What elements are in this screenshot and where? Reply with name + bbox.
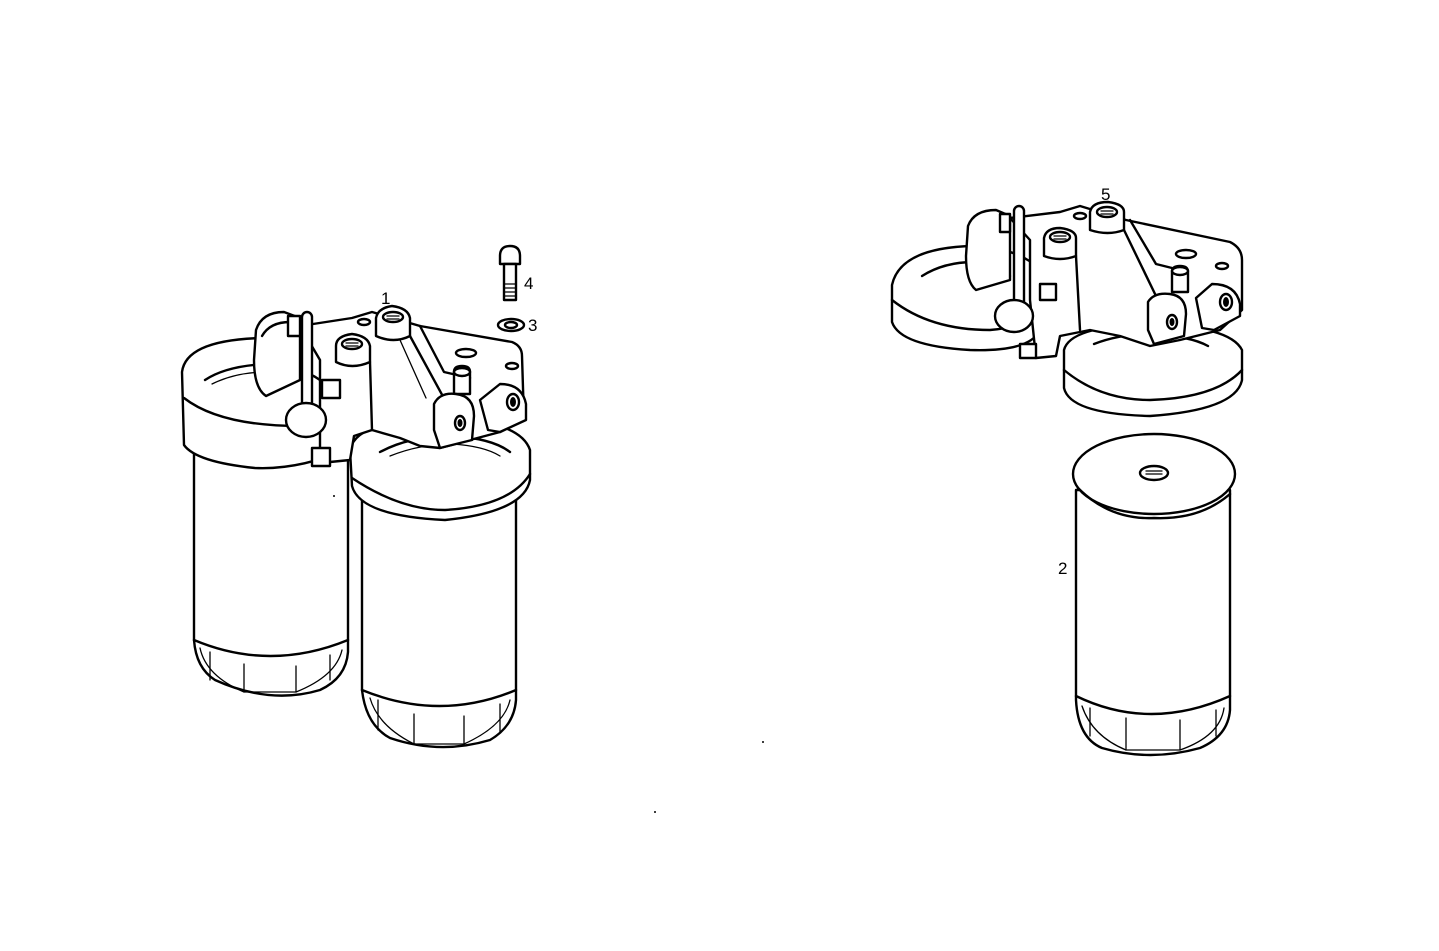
right-filter-canister — [348, 416, 532, 749]
callout-3: 3 — [528, 316, 538, 335]
callout-4: 4 — [524, 274, 534, 293]
washer-part — [496, 317, 526, 333]
filter-cartridge-part — [1071, 432, 1237, 757]
left-filter-head — [252, 304, 528, 464]
callout-1: 1 — [381, 289, 391, 308]
left-lever-handle — [284, 310, 332, 468]
callout-5: 5 — [1101, 185, 1111, 204]
filter-head-assembly — [890, 200, 1244, 418]
callout-2: 2 — [1058, 559, 1068, 578]
bolt-part — [498, 244, 522, 302]
